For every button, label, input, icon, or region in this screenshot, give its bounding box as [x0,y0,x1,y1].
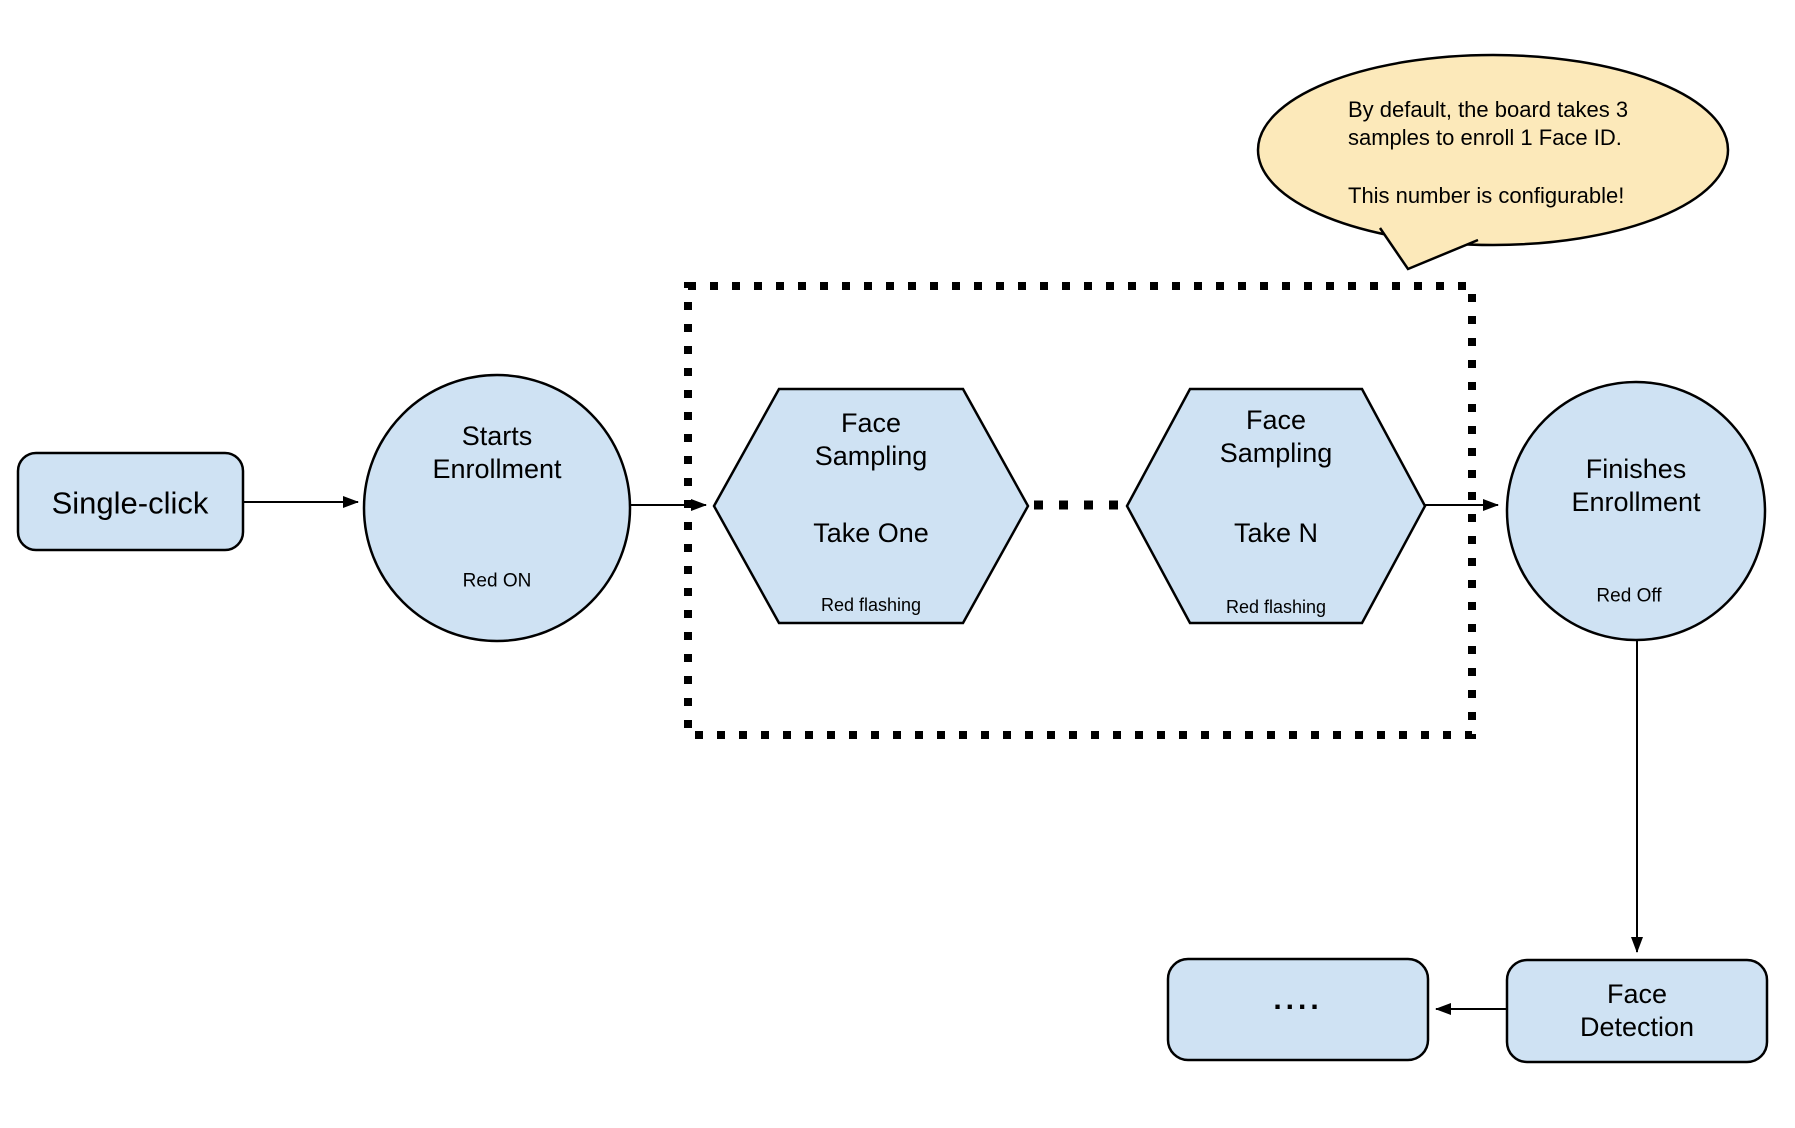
continuation-node-shape [1166,957,1430,1062]
starts-enrollment-label: Starts Enrollment [432,420,561,486]
face-sampling-one-label-line2: Sampling [814,441,928,471]
speech-bubble-text: By default, the board takes 3 samples to… [1348,96,1708,210]
speech-bubble-text-line1: By default, the board takes 3 [1348,97,1629,122]
face-sampling-n-action: Take N [1233,517,1319,548]
face-sampling-one-action: Take One [813,517,929,548]
continuation-label: .... [1273,983,1323,1016]
speech-bubble-text-line3: This number is configurable! [1348,183,1625,208]
finishes-enrollment-note: Red Off [1596,585,1662,607]
starts-enrollment-circle [362,373,632,643]
face-sampling-n-label: Face Sampling [1220,404,1333,470]
speech-bubble [1256,53,1730,247]
face-sampling-n-label-line2: Sampling [1219,438,1333,468]
face-detection-label-line2: Detection [1579,1012,1695,1042]
starts-enrollment-note: Red ON [462,570,532,592]
finishes-enrollment-label-line1: Finishes [1585,454,1687,484]
speech-bubble-text-line2: samples to enroll 1 Face ID. [1348,125,1622,150]
starts-enrollment-label-line1: Starts [461,421,533,451]
speech-bubble-tail [1378,227,1479,271]
face-detection-label: Face Detection [1580,978,1694,1044]
face-sampling-n-note: Red flashing [1225,597,1327,618]
finishes-enrollment-label: Finishes Enrollment [1571,453,1700,519]
face-detection-node-shape [1505,958,1769,1064]
face-sampling-one-label: Face Sampling [815,407,928,473]
face-sampling-take-one-hexagon [712,387,1030,625]
finishes-enrollment-circle [1505,380,1767,642]
face-sampling-one-note: Red flashing [820,595,922,616]
face-sampling-one-label-line1: Face [840,408,902,438]
single-click-label: Single-click [51,485,209,521]
starts-enrollment-label-line2: Enrollment [432,454,562,484]
face-detection-label-line1: Face [1606,979,1668,1009]
face-sampling-n-label-line1: Face [1245,405,1307,435]
finishes-enrollment-label-line2: Enrollment [1571,487,1701,517]
